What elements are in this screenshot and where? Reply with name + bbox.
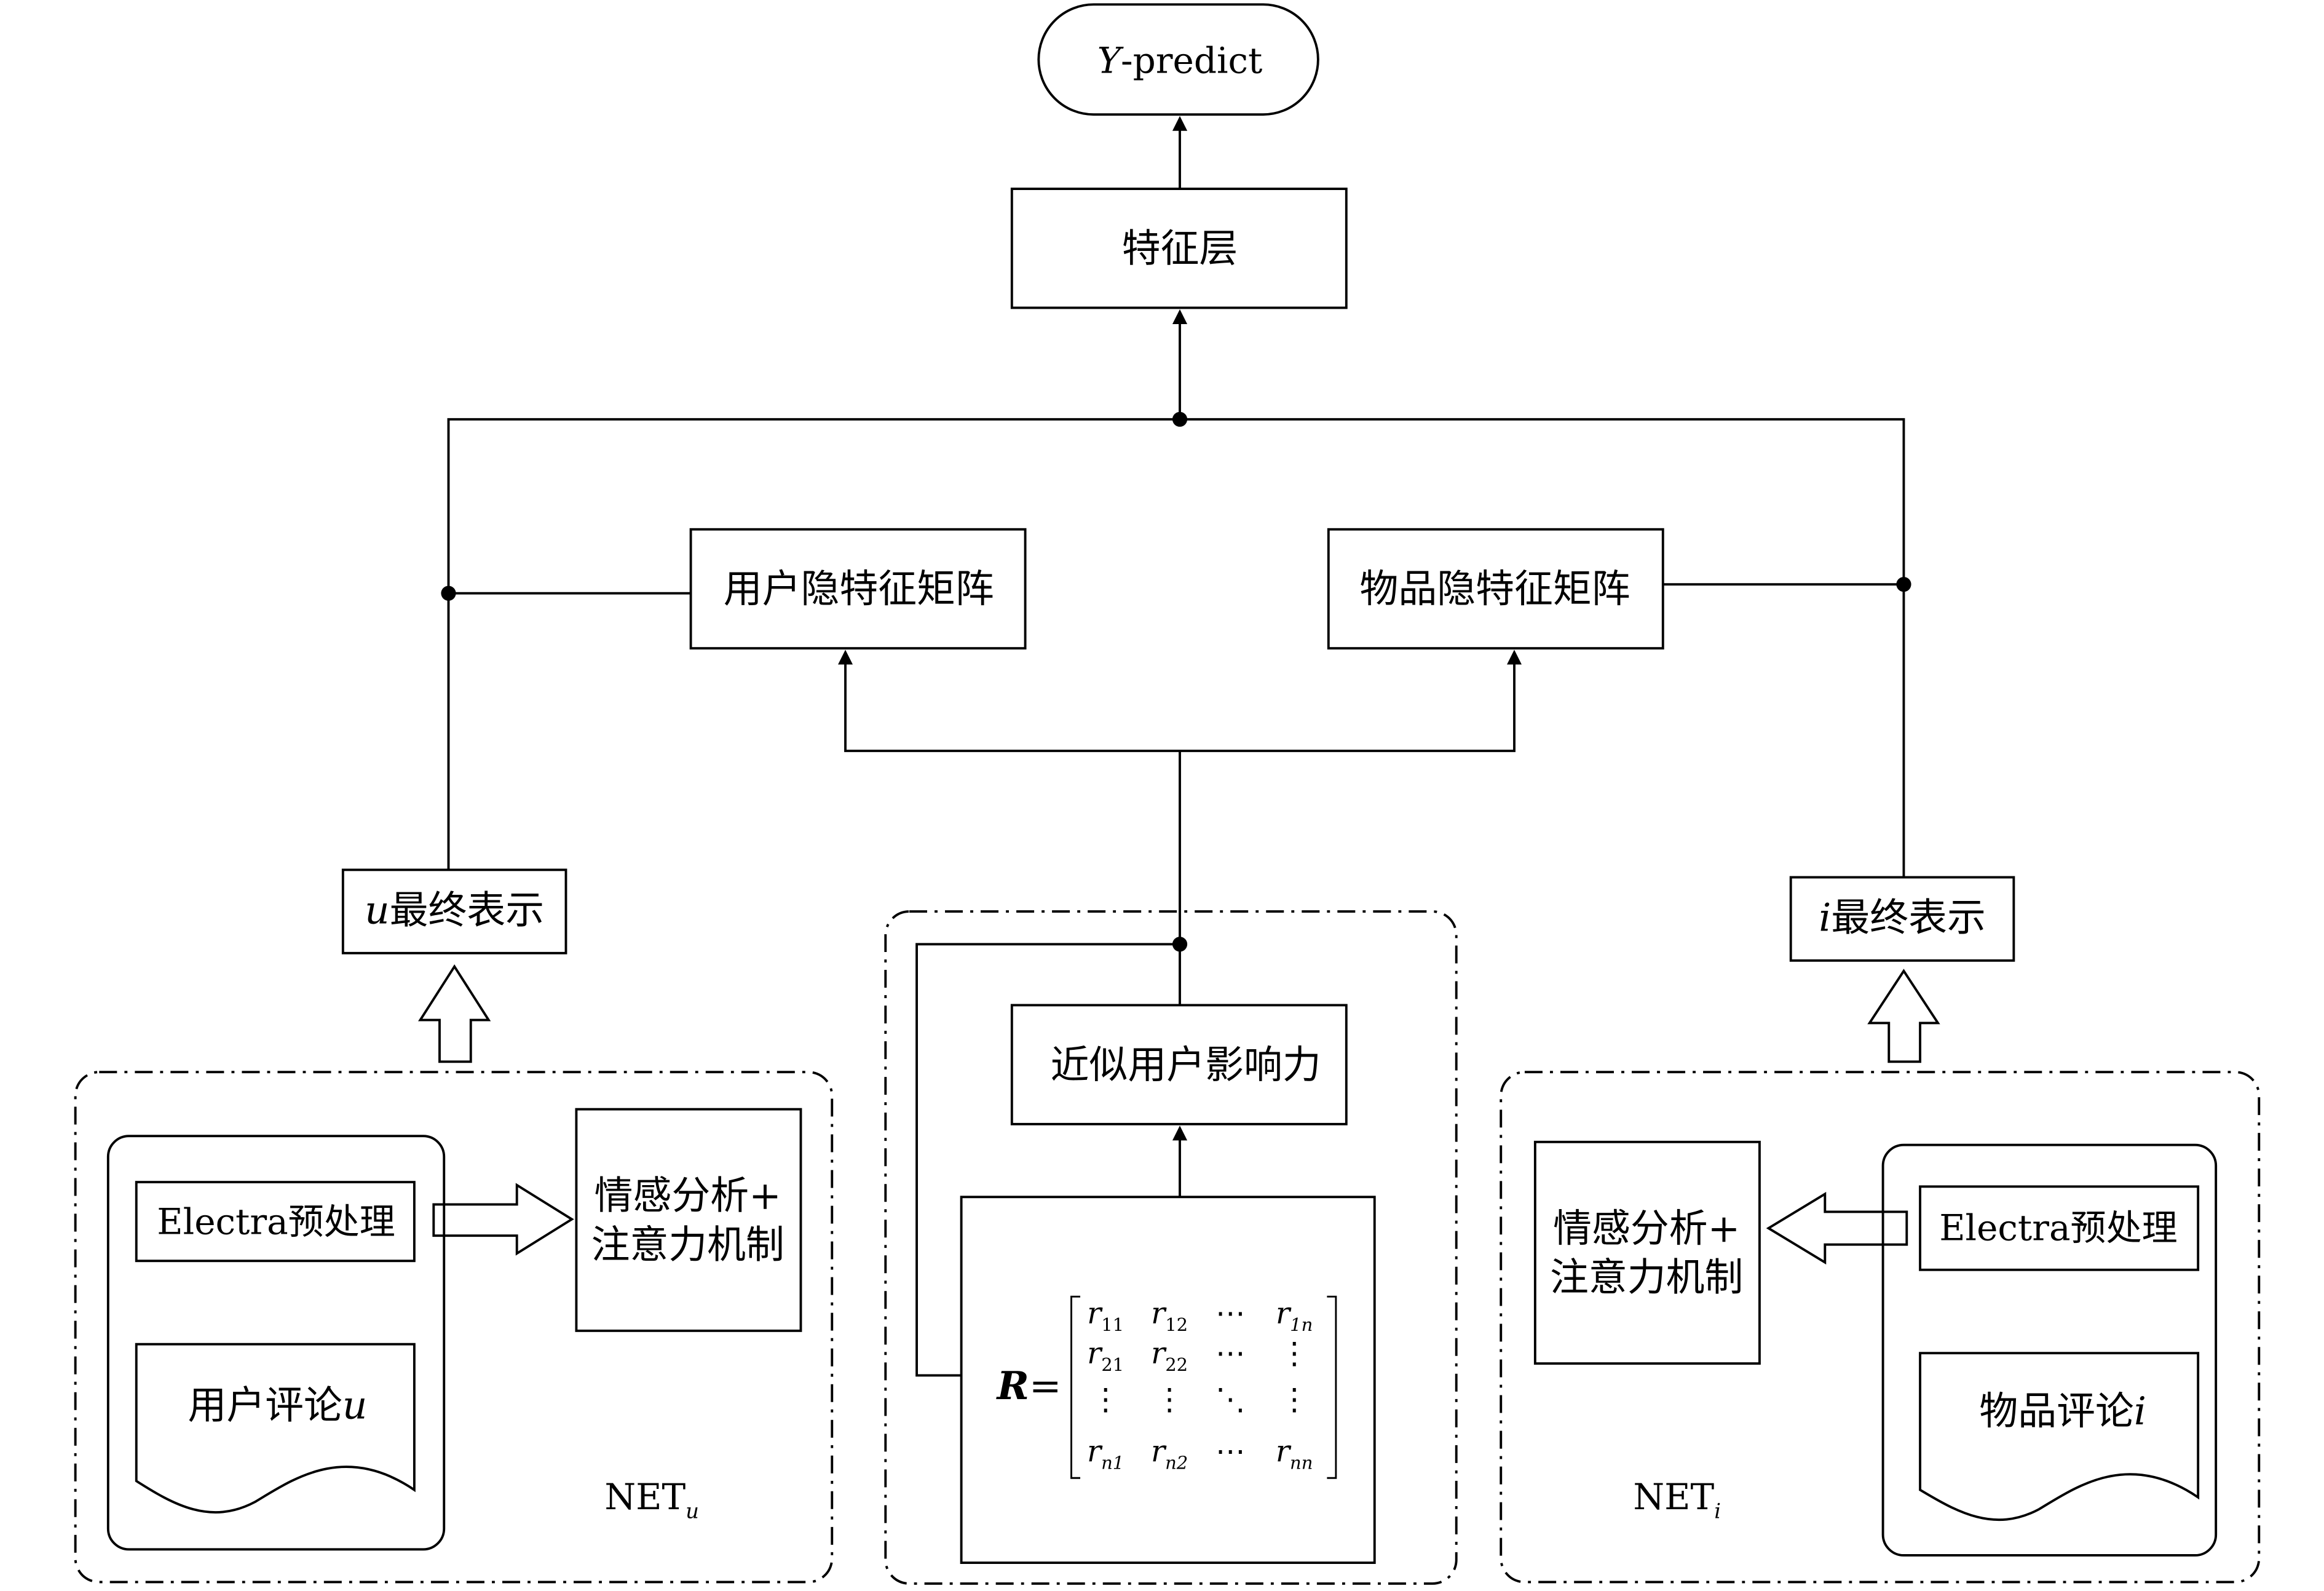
matrix-cell: rn2: [1151, 1435, 1188, 1474]
net-i-name: NETi: [1633, 1476, 1721, 1523]
net-i-sentiment-line2: 注意力机制: [1550, 1255, 1743, 1300]
matrix-group: [884, 910, 1458, 1585]
matrix-cell: r12: [1151, 1296, 1188, 1335]
matrix-bypass-edge: [915, 943, 1180, 1377]
net-u-preprocess-box: [135, 1181, 416, 1263]
net-i-container: [1881, 1143, 2218, 1557]
net-i-up-arrow: [1867, 969, 1940, 1063]
y-predict-node: [1037, 3, 1319, 116]
net-i-sentiment-box: [1533, 1140, 1761, 1365]
item-junction-dot: [1896, 577, 1911, 592]
net-i-preprocess-box: [1919, 1185, 2200, 1271]
net-i-review-document: [1919, 1352, 2200, 1522]
merge-junction-dot: [1172, 411, 1188, 427]
matrix-cell: r11: [1087, 1296, 1124, 1335]
net-u-group: [74, 1071, 834, 1584]
matrix-cell: ⋮: [1155, 1383, 1184, 1417]
net-u-preprocess-label: Electra预处理: [157, 1201, 395, 1243]
item-final-label: i最终表示: [1819, 895, 1986, 940]
net-i-preprocess-label: Electra预处理: [1939, 1207, 2177, 1248]
matrix-cell: r22: [1151, 1336, 1188, 1375]
net-u-review-label: 用户评论u: [188, 1383, 367, 1428]
item-final-box: [1789, 876, 2015, 962]
net-i-group: [1500, 1071, 2261, 1584]
feature-layer-label: 特征层: [1122, 226, 1238, 271]
matrix-cell: ⋱: [1215, 1383, 1245, 1417]
split-to-user-latent-edge: [837, 649, 1180, 752]
user-final-label: u最终表示: [365, 887, 544, 932]
matrix-cell: ⋮: [1091, 1383, 1120, 1417]
user-latent-label: 用户隐特征矩阵: [724, 566, 994, 611]
matrix-cell: ⋮: [1279, 1336, 1309, 1371]
top-merge-bus: [447, 418, 1905, 878]
split-to-item-latent-edge: [1180, 649, 1522, 752]
matrix-cell: r1n: [1276, 1296, 1313, 1335]
matrix-cell: ⋯: [1215, 1336, 1245, 1371]
y-predict-label: Y-predict: [1097, 39, 1263, 81]
net-u-sentiment-line2: 注意力机制: [591, 1222, 785, 1267]
net-u-container: [106, 1135, 446, 1551]
net-u-hollow-arrow: [432, 1183, 574, 1256]
matrix-cell: ⋯: [1215, 1435, 1245, 1469]
matrix-cell: rnn: [1276, 1435, 1313, 1474]
matrix-cells: r11 r12 ⋯ r1n r21 r22 ⋯ ⋮ ⋮ ⋮ ⋱ ⋮ rn1 rn2 ⋯ rnn: [1087, 1296, 1313, 1474]
net-u-sentiment-line1: 情感分析+: [595, 1173, 781, 1218]
net-u-up-arrow: [418, 964, 491, 1063]
net-u-review-document: [135, 1343, 416, 1514]
item-latent-box: [1327, 528, 1664, 650]
user-junction-dot: [441, 585, 456, 601]
matrix-cell: r21: [1087, 1336, 1124, 1375]
similar-influence-label: 近似用户影响力: [1051, 1042, 1321, 1087]
net-u-name: NETu: [604, 1476, 699, 1523]
matrix-symbol: R=: [996, 1363, 1062, 1408]
influence-junction-dot: [1172, 937, 1188, 952]
rating-matrix-box: [960, 1196, 1376, 1564]
user-final-box: [341, 868, 567, 954]
net-i-review-label: 物品评论i: [1979, 1389, 2146, 1434]
user-latent-box: [689, 528, 1027, 650]
matrix-cell: ⋯: [1215, 1296, 1245, 1331]
net-i-hollow-arrow: [1766, 1192, 1908, 1265]
matrix-cell: rn1: [1087, 1435, 1124, 1474]
net-u-sentiment-box: [575, 1108, 802, 1332]
matrix-left-bracket: [1070, 1295, 1081, 1479]
matrix-cell: ⋮: [1279, 1383, 1309, 1417]
matrix-right-bracket: [1327, 1295, 1337, 1479]
item-latent-label: 物品隐特征矩阵: [1360, 566, 1630, 611]
net-i-sentiment-line1: 情感分析+: [1553, 1206, 1740, 1251]
